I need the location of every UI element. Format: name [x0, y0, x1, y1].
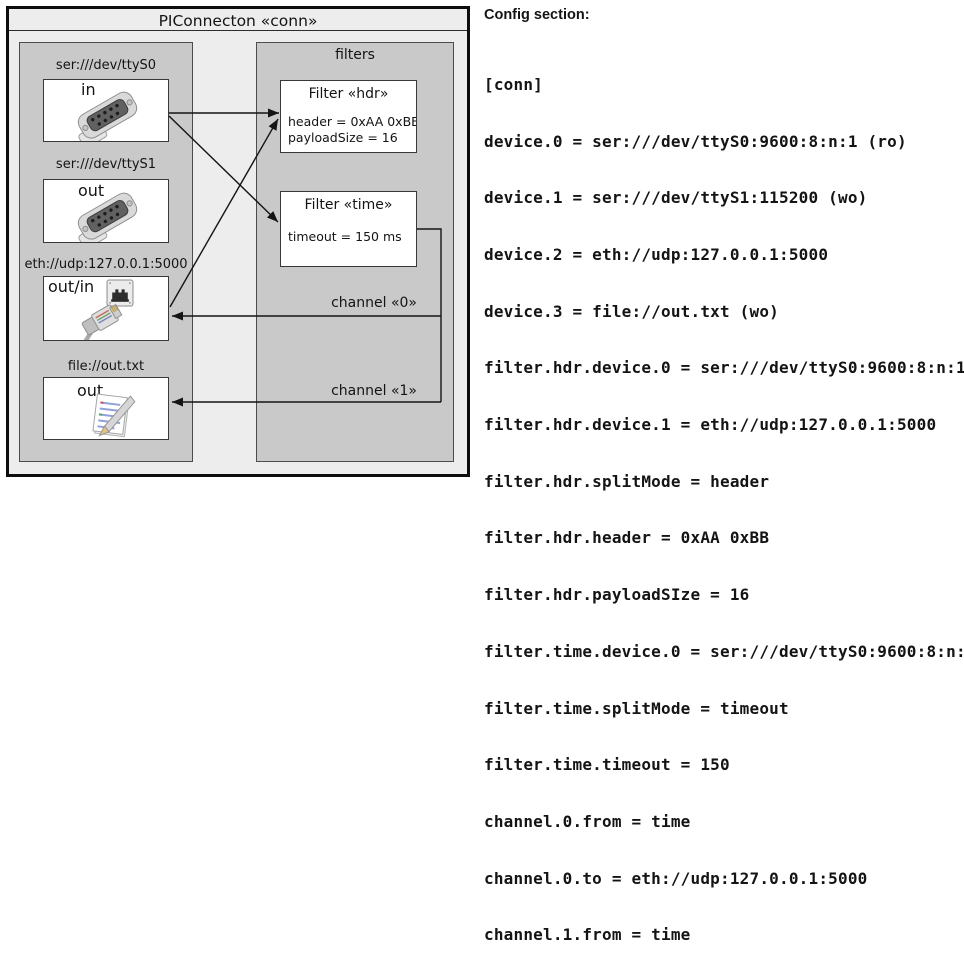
page: { "diagram": { "title": "PIConnecton «co… — [0, 0, 964, 484]
config-line: filter.hdr.device.0 = ser:///dev/ttyS0:9… — [484, 359, 964, 378]
config-heading: Config section: — [484, 6, 964, 24]
devices-panel: ser:///dev/ttyS0 in — [19, 42, 193, 462]
config-line: device.2 = eth://udp:127.0.0.1:5000 — [484, 246, 964, 265]
device-box-ttys1: out — [43, 179, 169, 243]
device-uri-label: ser:///dev/ttyS0 — [20, 58, 192, 73]
serial-connector-icon — [71, 192, 145, 242]
config-listing: [conn] device.0 = ser:///dev/ttyS0:9600:… — [484, 38, 964, 968]
filter-box-hdr: Filter «hdr» header = 0xAA 0xBB payloadS… — [280, 80, 417, 153]
config-line: filter.hdr.payloadSIze = 16 — [484, 586, 964, 605]
config-line: filter.hdr.device.1 = eth://udp:127.0.0.… — [484, 416, 964, 435]
config-line: [conn] — [484, 76, 964, 95]
title-separator — [9, 30, 467, 31]
filter-property: timeout = 150 ms — [288, 229, 416, 245]
diagram-title: PIConnecton «conn» — [9, 11, 467, 32]
filter-box-time: Filter «time» timeout = 150 ms — [280, 191, 417, 267]
config-line: filter.time.splitMode = timeout — [484, 700, 964, 719]
config-section: Config section: [conn] device.0 = ser://… — [484, 6, 964, 968]
config-line: filter.hdr.splitMode = header — [484, 473, 964, 492]
config-line: device.3 = file://out.txt (wo) — [484, 303, 964, 322]
filter-title: Filter «hdr» — [281, 85, 416, 103]
device-uri-label: eth://udp:127.0.0.1:5000 — [20, 257, 192, 272]
filters-panel-title: filters — [257, 47, 453, 63]
config-line: filter.hdr.header = 0xAA 0xBB — [484, 529, 964, 548]
filter-title: Filter «time» — [281, 196, 416, 214]
device-uri-label: ser:///dev/ttyS1 — [20, 157, 192, 172]
config-line: channel.0.to = eth://udp:127.0.0.1:5000 — [484, 870, 964, 889]
filters-panel: filters Filter «hdr» header = 0xAA 0xBB … — [256, 42, 454, 462]
device-uri-label: file://out.txt — [20, 359, 192, 374]
config-line: channel.1.from = time — [484, 926, 964, 945]
ethernet-plug-icon — [68, 300, 126, 340]
config-line: device.0 = ser:///dev/ttyS0:9600:8:n:1 (… — [484, 133, 964, 152]
channel-1-label: channel «1» — [331, 383, 417, 399]
config-line: filter.time.device.0 = ser:///dev/ttyS0:… — [484, 643, 964, 662]
device-box-file: out — [43, 377, 169, 440]
config-line: filter.time.timeout = 150 — [484, 756, 964, 775]
device-box-eth: out/in — [43, 276, 169, 341]
config-line: channel.0.from = time — [484, 813, 964, 832]
piconnection-diagram-frame: PIConnecton «conn» ser:///dev/ttyS0 in — [6, 6, 470, 477]
device-direction-label: out/in — [48, 278, 94, 295]
filter-property: payloadSize = 16 — [288, 130, 416, 146]
serial-connector-icon — [71, 91, 145, 141]
device-box-ttys0: in — [43, 79, 169, 142]
notepad-icon — [88, 391, 136, 439]
config-line: device.1 = ser:///dev/ttyS1:115200 (wo) — [484, 189, 964, 208]
channel-0-label: channel «0» — [331, 295, 417, 311]
filter-property: header = 0xAA 0xBB — [288, 114, 416, 130]
